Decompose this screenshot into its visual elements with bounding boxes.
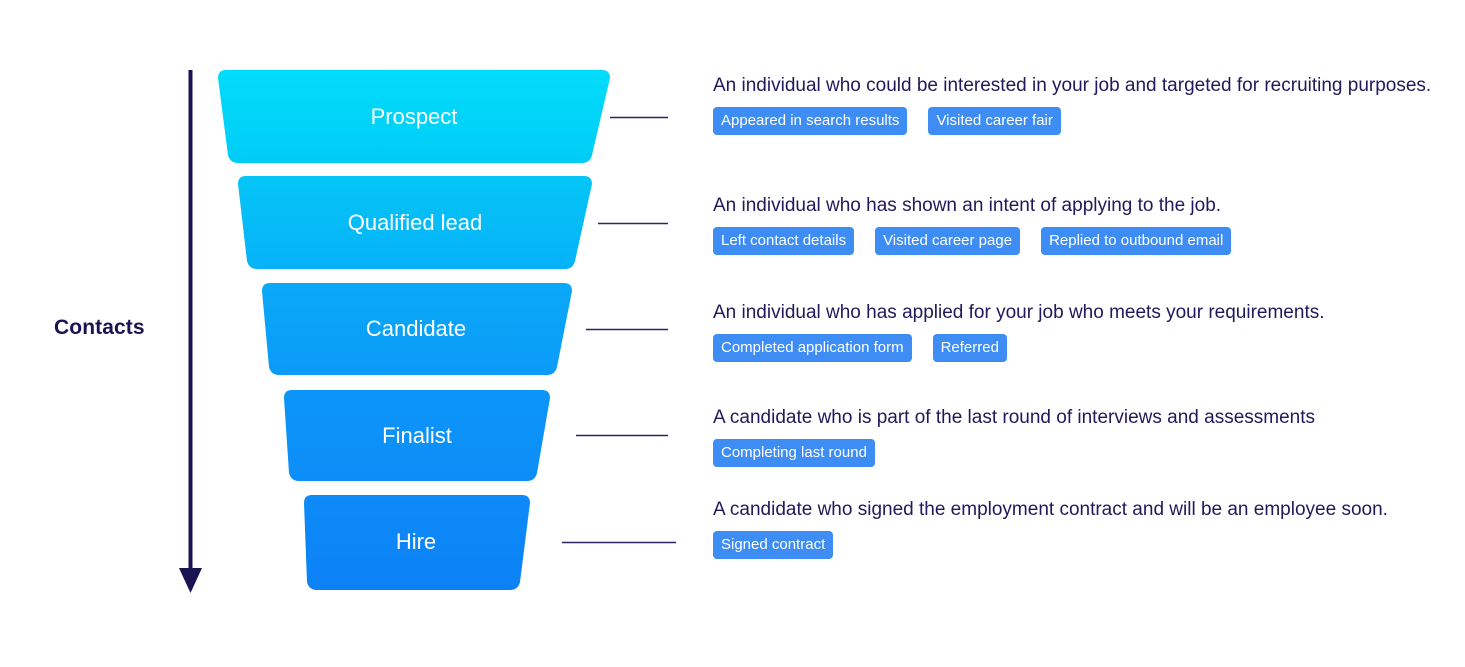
stage-tag-list: Appeared in search results Visited caree… (713, 107, 1431, 135)
stage-description-finalist: A candidate who is part of the last roun… (713, 404, 1315, 467)
stage-tag[interactable]: Left contact details (713, 227, 855, 255)
stage-description-candidate: An individual who has applied for your j… (713, 299, 1325, 362)
stage-tag[interactable]: Appeared in search results (713, 107, 908, 135)
stage-description-text: A candidate who is part of the last roun… (713, 407, 1315, 428)
stage-tag[interactable]: Signed contract (713, 531, 834, 559)
contacts-axis-label: Contacts (54, 316, 145, 339)
funnel-segment-prospect[interactable]: Prospect (218, 70, 610, 163)
stage-tag[interactable]: Referred (932, 334, 1007, 362)
funnel-segment-label: Finalist (382, 423, 452, 448)
stage-tag[interactable]: Replied to outbound email (1041, 227, 1232, 255)
stage-tag[interactable]: Visited career fair (928, 107, 1061, 135)
funnel-segment-label: Qualified lead (348, 210, 483, 235)
stage-tag-list: Completed application form Referred (713, 334, 1325, 362)
funnel-shapes: Prospect Qualified lead Candidate Finali… (218, 70, 610, 590)
stage-tag[interactable]: Completed application form (713, 334, 912, 362)
funnel-segment-qualified-lead[interactable]: Qualified lead (238, 176, 592, 269)
stage-description-text: An individual who could be interested in… (713, 75, 1432, 96)
stage-description-text: An individual who has shown an intent of… (713, 195, 1222, 216)
funnel-segment-finalist[interactable]: Finalist (284, 390, 550, 481)
funnel-segment-label: Prospect (371, 104, 458, 129)
stage-tag[interactable]: Completing last round (713, 439, 875, 467)
stage-tag-list: Completing last round (713, 439, 1315, 467)
stage-tag[interactable]: Visited career page (875, 227, 1021, 255)
funnel-segment-label: Hire (396, 529, 436, 554)
funnel-segment-candidate[interactable]: Candidate (262, 283, 572, 375)
stage-tag-list: Left contact details Visited career page… (713, 227, 1232, 255)
stage-description-hire: A candidate who signed the employment co… (713, 496, 1388, 559)
stage-description-qualified-lead: An individual who has shown an intent of… (713, 192, 1232, 255)
stage-description-text: A candidate who signed the employment co… (713, 499, 1388, 520)
stage-description-text: An individual who has applied for your j… (713, 302, 1325, 323)
stage-description-prospect: An individual who could be interested in… (713, 72, 1431, 135)
funnel-segment-hire[interactable]: Hire (304, 495, 530, 590)
stage-tag-list: Signed contract (713, 531, 1388, 559)
funnel-segment-label: Candidate (366, 316, 466, 341)
